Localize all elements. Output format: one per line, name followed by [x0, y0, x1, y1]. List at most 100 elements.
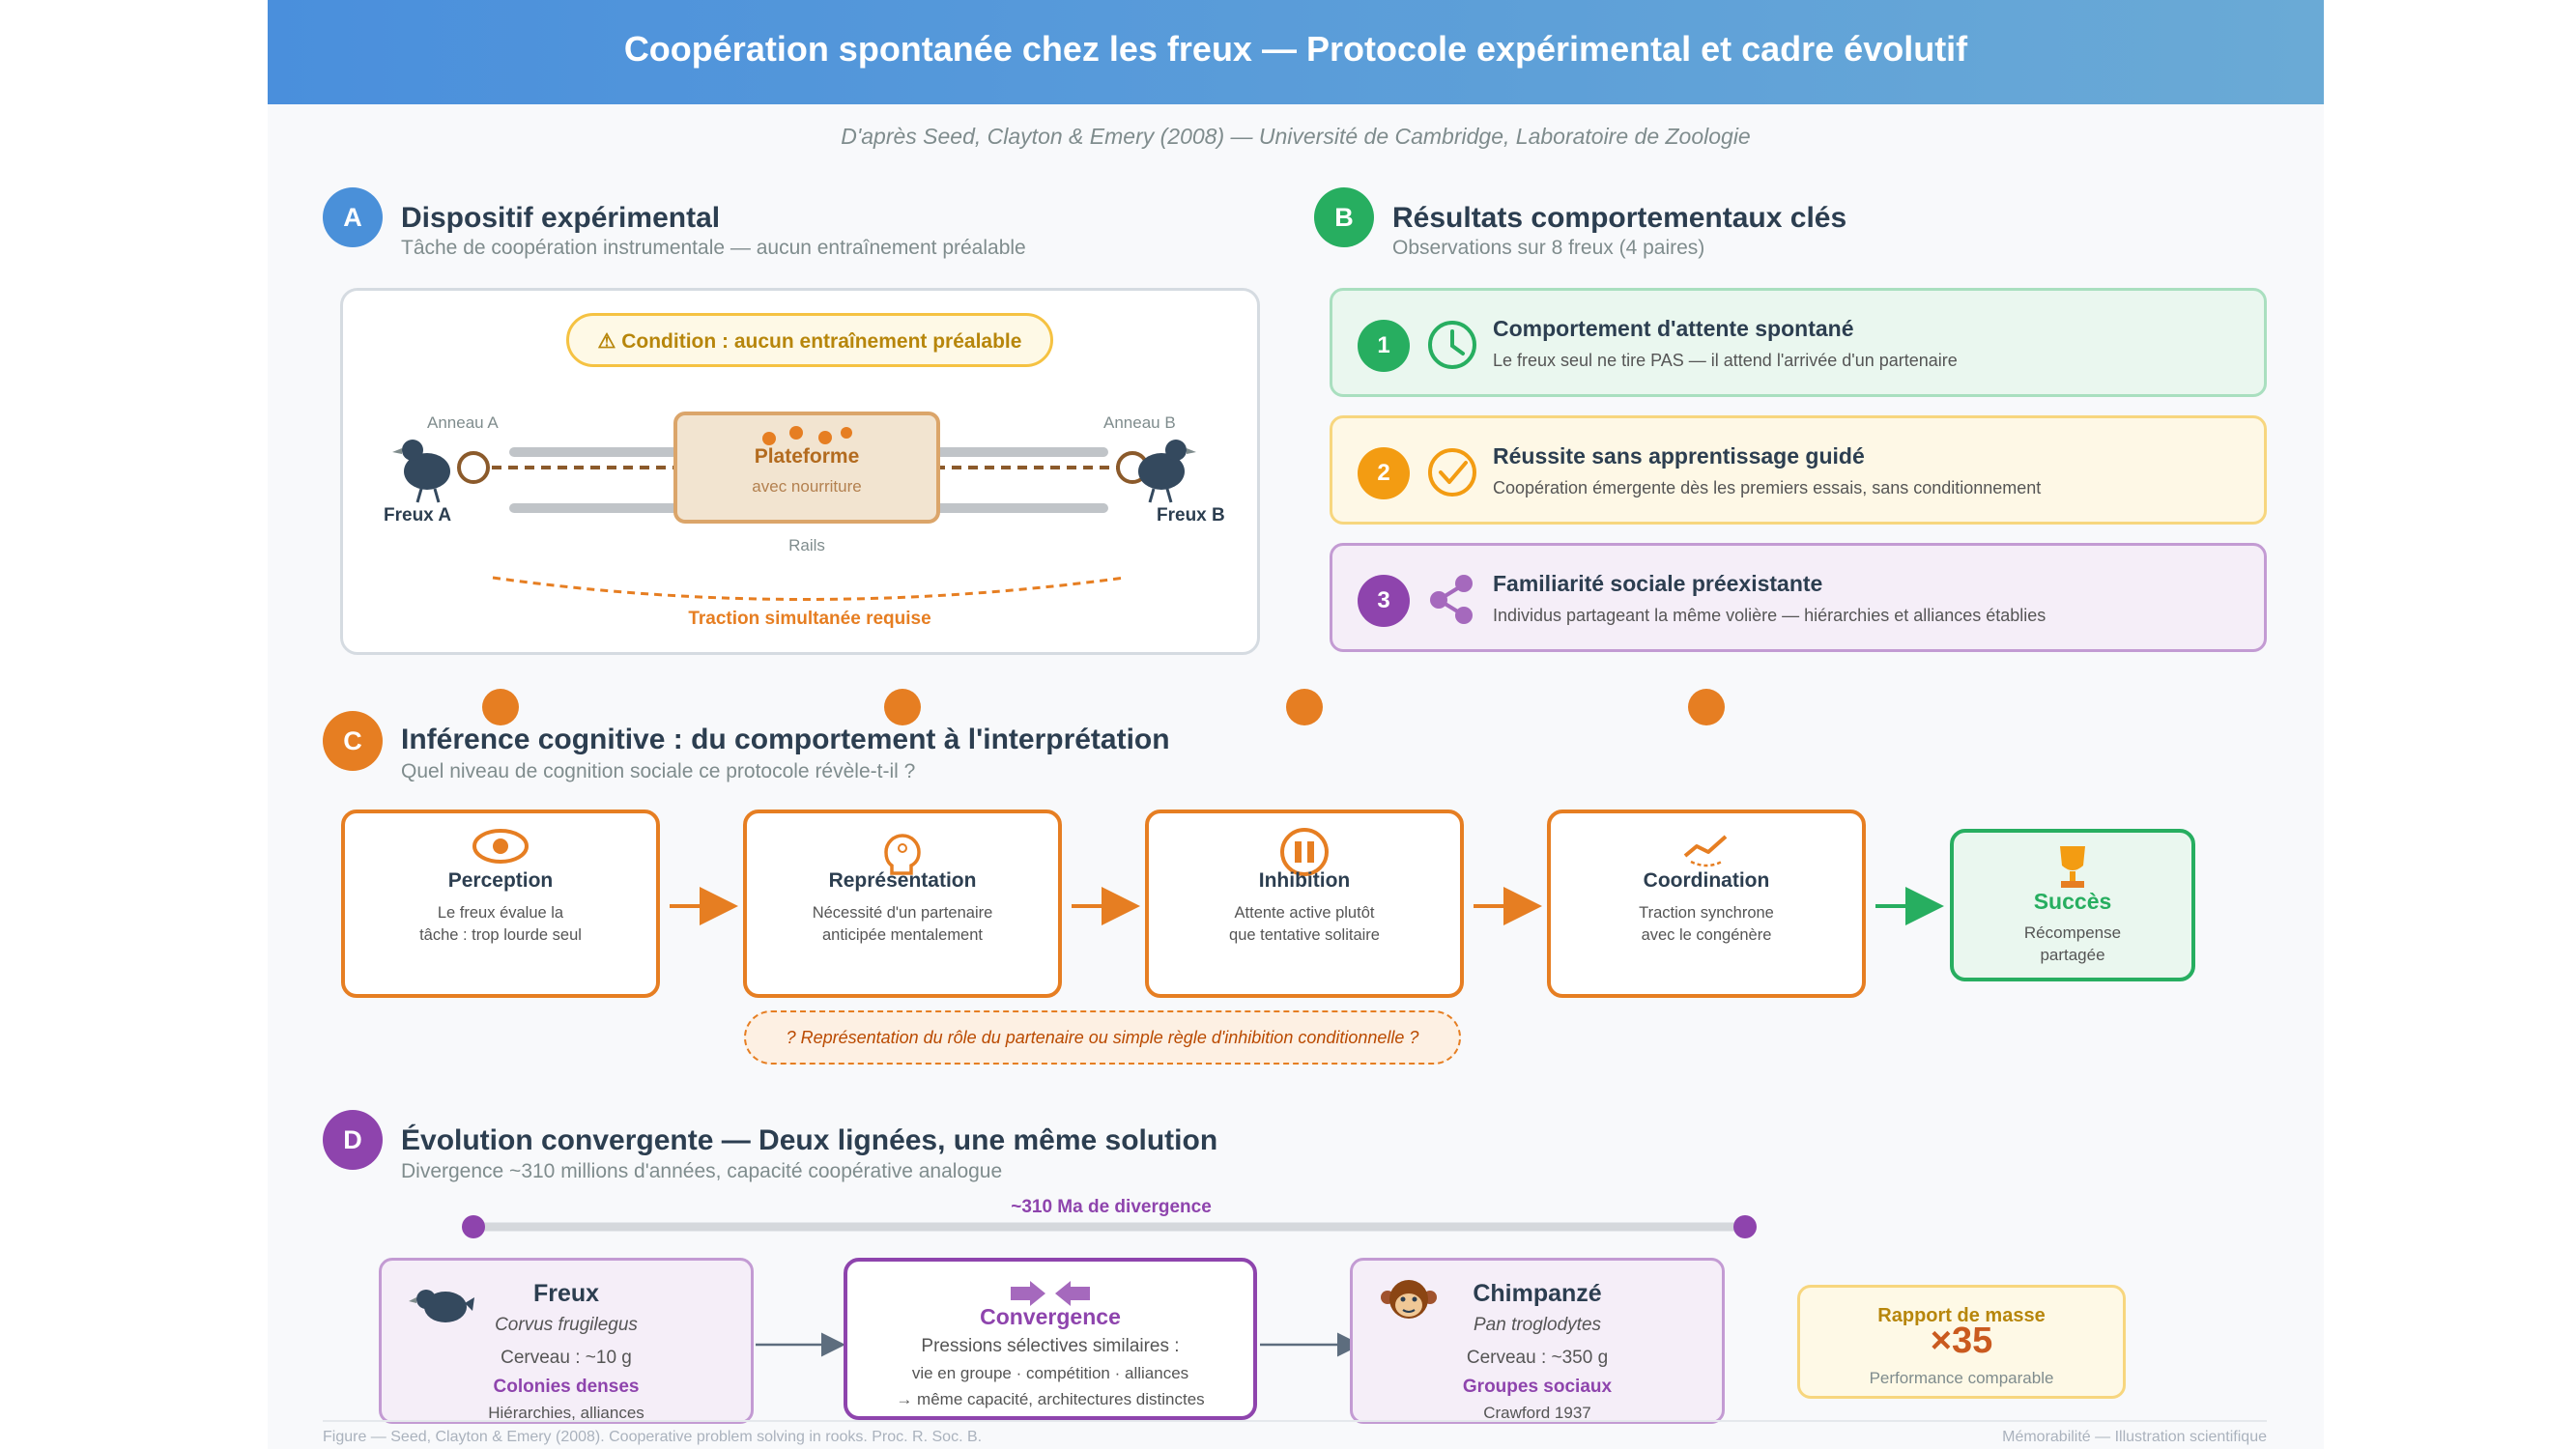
footer-credit: Mémorabilité — Illustration scientifique	[2002, 1429, 2267, 1445]
species-card-rook: Freux Corvus frugilegus Cerveau : ~10 g …	[379, 1258, 754, 1424]
page-title: Coopération spontanée chez les freux — P…	[623, 29, 1968, 69]
species-card-chimp: Chimpanzé Pan troglodytes Cerveau : ~350…	[1350, 1258, 1725, 1424]
platform-subtitle: avec nourriture	[752, 477, 862, 496]
step-title: Inhibition	[1258, 869, 1351, 892]
result-title: Comportement d'attente spontané	[1493, 316, 1854, 341]
traction-label: Traction simultanée requise	[688, 609, 931, 629]
result-card-1: 1 Comportement d'attente spontané Le fre…	[1330, 288, 2267, 397]
convergence-box: Convergence Pressions sélectives similai…	[844, 1258, 1257, 1420]
ring-a-label: Anneau A	[427, 413, 499, 432]
condition-text: Condition : aucun entraînement préalable	[621, 330, 1022, 353]
convergence-line-3: → même capacité, architectures distincte…	[896, 1390, 1205, 1408]
warning-icon: ⚠	[597, 330, 622, 353]
species-note: Hiérarchies, alliances	[488, 1404, 644, 1422]
share-network-icon	[1430, 575, 1473, 624]
mass-ratio-title: Rapport de masse	[1877, 1305, 2046, 1326]
head-icon	[884, 834, 921, 875]
result-description: Le freux seul ne tire PAS — il attend l'…	[1493, 351, 1958, 370]
step-title: Perception	[447, 869, 554, 892]
platform-title: Plateforme	[754, 445, 860, 468]
section-c-subtitle: Quel niveau de cognition sociale ce prot…	[401, 760, 916, 782]
step-representation: Représentation Nécessité d'un partenaire…	[743, 810, 1062, 998]
converging-arrows-icon	[1011, 1281, 1090, 1306]
platform-box	[673, 412, 940, 524]
rook-icon	[409, 1290, 474, 1322]
food-item	[789, 426, 803, 440]
section-a-subtitle: Tâche de coopération instrumentale — auc…	[401, 237, 1026, 259]
rook-b-label: Freux B	[1157, 505, 1225, 526]
header-banner: Coopération spontanée chez les freux — P…	[268, 0, 2324, 104]
step-title: Coordination	[1643, 869, 1770, 892]
section-b-subtitle: Observations sur 8 freux (4 paires)	[1392, 237, 1705, 259]
species-social: Groupes sociaux	[1462, 1377, 1613, 1397]
rails-label: Rails	[788, 536, 825, 554]
eye-icon	[472, 829, 529, 864]
food-item	[818, 431, 832, 444]
result-description: Coopération émergente dès les premiers e…	[1493, 478, 2042, 497]
species-brain: Cerveau : ~350 g	[1466, 1348, 1609, 1368]
success-title: Succès	[2033, 889, 2112, 914]
ring-a-icon	[457, 451, 490, 484]
monkey-icon	[1381, 1280, 1437, 1319]
result-number: 2	[1358, 447, 1410, 499]
section-b-title: Résultats comportementaux clés	[1392, 202, 1847, 234]
result-description: Individus partageant la même volière — h…	[1493, 606, 2046, 625]
species-name: Chimpanzé	[1473, 1280, 1602, 1307]
species-latin: Corvus frugilegus	[495, 1315, 638, 1335]
species-social: Colonies denses	[493, 1377, 640, 1397]
pause-icon	[1280, 828, 1329, 876]
rook-a-label: Freux A	[384, 505, 452, 526]
section-a-badge: A	[323, 187, 383, 247]
check-circle-icon	[1428, 448, 1476, 497]
species-note: Crawford 1937	[1483, 1404, 1591, 1422]
trophy-icon	[2060, 846, 2085, 888]
marker-dot	[884, 689, 921, 725]
section-d-subtitle: Divergence ~310 millions d'années, capac…	[401, 1160, 1003, 1182]
section-c-title: Inférence cognitive : du comportement à …	[401, 724, 1170, 755]
section-c-badge: C	[323, 711, 383, 771]
convergence-title: Convergence	[980, 1304, 1121, 1329]
result-title: Réussite sans apprentissage guidé	[1493, 443, 1865, 469]
convergence-line-1: Pressions sélectives similaires :	[921, 1336, 1180, 1356]
ring-b-label: Anneau B	[1103, 413, 1176, 432]
apparatus-diagram	[392, 412, 1196, 601]
section-d-title: Évolution convergente — Deux lignées, un…	[401, 1124, 1218, 1156]
trend-icon	[1683, 835, 1728, 867]
result-number: 3	[1358, 575, 1410, 627]
footer-citation: Figure — Seed, Clayton & Emery (2008). C…	[323, 1429, 983, 1445]
species-brain: Cerveau : ~10 g	[501, 1348, 632, 1368]
food-item	[762, 432, 776, 445]
result-number: 1	[1358, 320, 1410, 372]
mass-ratio-box: Rapport de masse ×35 Performance compara…	[1797, 1285, 2126, 1399]
traction-arc	[492, 576, 1126, 601]
convergence-line-2: vie en groupe · compétition · alliances	[911, 1364, 1189, 1382]
rook-b-icon	[1138, 440, 1196, 503]
result-title: Familiarité sociale préexistante	[1493, 571, 1823, 596]
rook-a-icon	[392, 440, 450, 503]
page-subtitle: D'après Seed, Clayton & Emery (2008) — U…	[841, 124, 1751, 149]
result-card-3: 3 Familiarité sociale préexistante Indiv…	[1330, 543, 2267, 652]
section-d-badge: D	[323, 1110, 383, 1170]
condition-pill: ⚠ Condition : aucun entraînement préalab…	[566, 313, 1053, 367]
section-a-title: Dispositif expérimental	[401, 202, 721, 234]
step-title: Représentation	[828, 869, 977, 892]
clock-icon	[1428, 321, 1476, 369]
footer-divider	[323, 1420, 2267, 1422]
marker-dot	[1688, 689, 1725, 725]
divergence-label: ~310 Ma de divergence	[1011, 1197, 1212, 1217]
marker-dot	[1286, 689, 1323, 725]
figure-panel	[268, 0, 2324, 1449]
food-item	[841, 427, 852, 439]
mass-ratio-value: ×35	[1930, 1321, 1993, 1361]
species-latin: Pan troglodytes	[1473, 1315, 1602, 1335]
question-text: ? Représentation du rôle du partenaire o…	[786, 1028, 1419, 1047]
